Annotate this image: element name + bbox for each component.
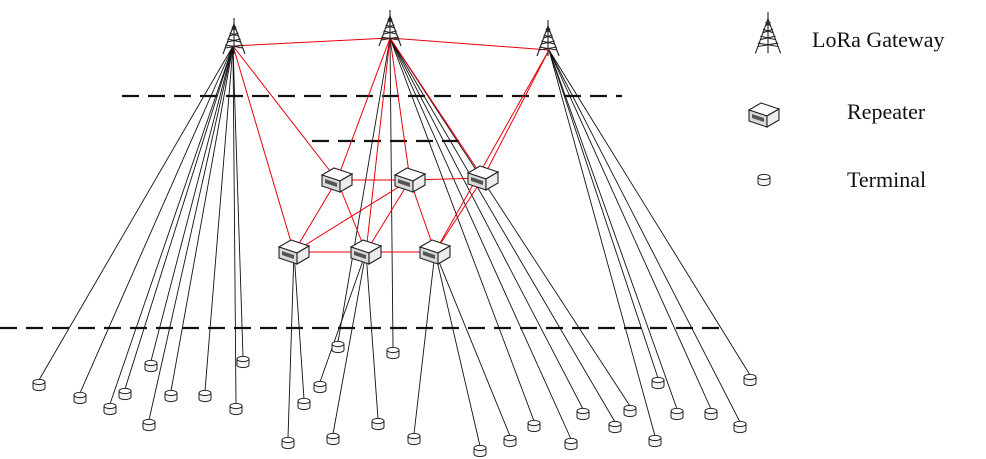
terminal-icon — [623, 404, 637, 418]
gateway-repeater-link — [336, 37, 391, 181]
repeater-icon-5 — [349, 239, 383, 265]
terminal-link — [389, 37, 584, 410]
gateway-repeater-link — [232, 45, 295, 253]
network-devices — [32, 10, 757, 458]
tower-icon — [754, 12, 782, 54]
terminal-link — [79, 45, 234, 394]
gateway-repeater-link — [434, 49, 550, 253]
terminal-icon — [704, 407, 718, 421]
repeater-icon-2 — [393, 167, 427, 193]
legend-terminal-label: Terminal — [847, 167, 927, 192]
terminal-link — [434, 251, 511, 437]
gateway-repeater-link — [365, 37, 391, 253]
terminal-link — [148, 45, 234, 421]
gateway-repeater-link — [336, 179, 367, 253]
terminal-icon — [386, 346, 400, 360]
terminal-link — [204, 45, 234, 392]
terminal-link — [150, 45, 234, 362]
terminal-icon — [32, 378, 46, 392]
gateway-repeater-link — [232, 37, 391, 47]
terminal-link — [293, 251, 305, 400]
gateway-tower-icon-2 — [378, 10, 402, 47]
gateway-repeater-link — [293, 179, 338, 253]
terminal-link — [389, 37, 394, 349]
gateway-repeater-link — [409, 179, 436, 253]
terminal-link — [548, 49, 659, 379]
boundary-lines — [0, 94, 728, 330]
terminal-icon — [198, 389, 212, 403]
terminal-link — [319, 251, 367, 383]
terminal-icon — [371, 417, 385, 431]
terminal-link — [124, 45, 234, 390]
terminal-link — [548, 49, 678, 410]
terminal-link — [548, 49, 741, 423]
terminal-icon — [297, 397, 311, 411]
terminal-link — [389, 37, 616, 423]
terminal-icon — [331, 340, 345, 354]
gateway-repeater-link — [389, 37, 550, 51]
terminal-icon — [229, 402, 243, 416]
terminal-icon — [651, 376, 665, 390]
terminal-icon — [144, 359, 158, 373]
gateway-tower-icon-3 — [536, 20, 560, 57]
repeater-icon-3 — [466, 165, 500, 191]
terminal-link — [287, 251, 295, 439]
terminal-link — [389, 37, 535, 422]
terminal-link — [389, 37, 631, 407]
terminal-icon — [281, 436, 295, 450]
terminal-node-icon — [757, 173, 771, 187]
legend-gateway-label: LoRa Gateway — [812, 27, 945, 52]
repeater-box-icon — [747, 102, 781, 128]
terminal-icon — [236, 355, 250, 369]
terminal-icon — [648, 434, 662, 448]
terminal-icon — [313, 380, 327, 394]
gateway-repeater-link — [482, 49, 550, 179]
terminal-icon — [670, 407, 684, 421]
gateway-repeater-link — [232, 45, 338, 181]
gateway-repeater-link — [389, 37, 484, 179]
terminal-icon — [576, 407, 590, 421]
legend-icons — [747, 12, 782, 187]
gateway-repeater-link — [389, 37, 411, 181]
terminal-icon — [473, 444, 487, 458]
repeater-icon-6 — [418, 239, 452, 265]
terminal-icon — [407, 432, 421, 446]
terminal-link — [332, 251, 367, 435]
gateway-repeater-link — [365, 179, 411, 253]
terminal-icon — [164, 389, 178, 403]
terminal-icon — [326, 432, 340, 446]
terminal-link — [232, 45, 244, 358]
legend-repeater-label: Repeater — [847, 99, 926, 124]
terminal-icon — [564, 437, 578, 451]
terminal-link — [548, 49, 656, 437]
terminal-link — [232, 45, 237, 405]
terminal-link — [337, 37, 391, 343]
terminal-link — [389, 37, 572, 440]
terminal-icon — [73, 391, 87, 405]
terminal-link — [548, 49, 751, 376]
terminal-link — [413, 251, 436, 435]
terminal-link — [109, 45, 234, 405]
terminal-icon — [527, 419, 541, 433]
gateway-tower-icon-1 — [222, 18, 246, 55]
terminal-link — [38, 45, 234, 381]
terminal-link — [434, 251, 481, 447]
terminal-icon — [118, 387, 132, 401]
terminal-icon — [733, 420, 747, 434]
repeater-icon-4 — [277, 239, 311, 265]
terminal-icon — [608, 420, 622, 434]
terminal-link — [170, 45, 234, 392]
terminal-icon — [743, 373, 757, 387]
repeater-icon-1 — [320, 167, 354, 193]
terminal-link — [548, 49, 712, 410]
network-links — [38, 37, 751, 447]
terminal-link — [365, 251, 379, 420]
gateway-repeater-link — [434, 177, 484, 253]
terminal-icon — [503, 434, 517, 448]
terminal-icon — [142, 418, 156, 432]
terminal-icon — [103, 402, 117, 416]
